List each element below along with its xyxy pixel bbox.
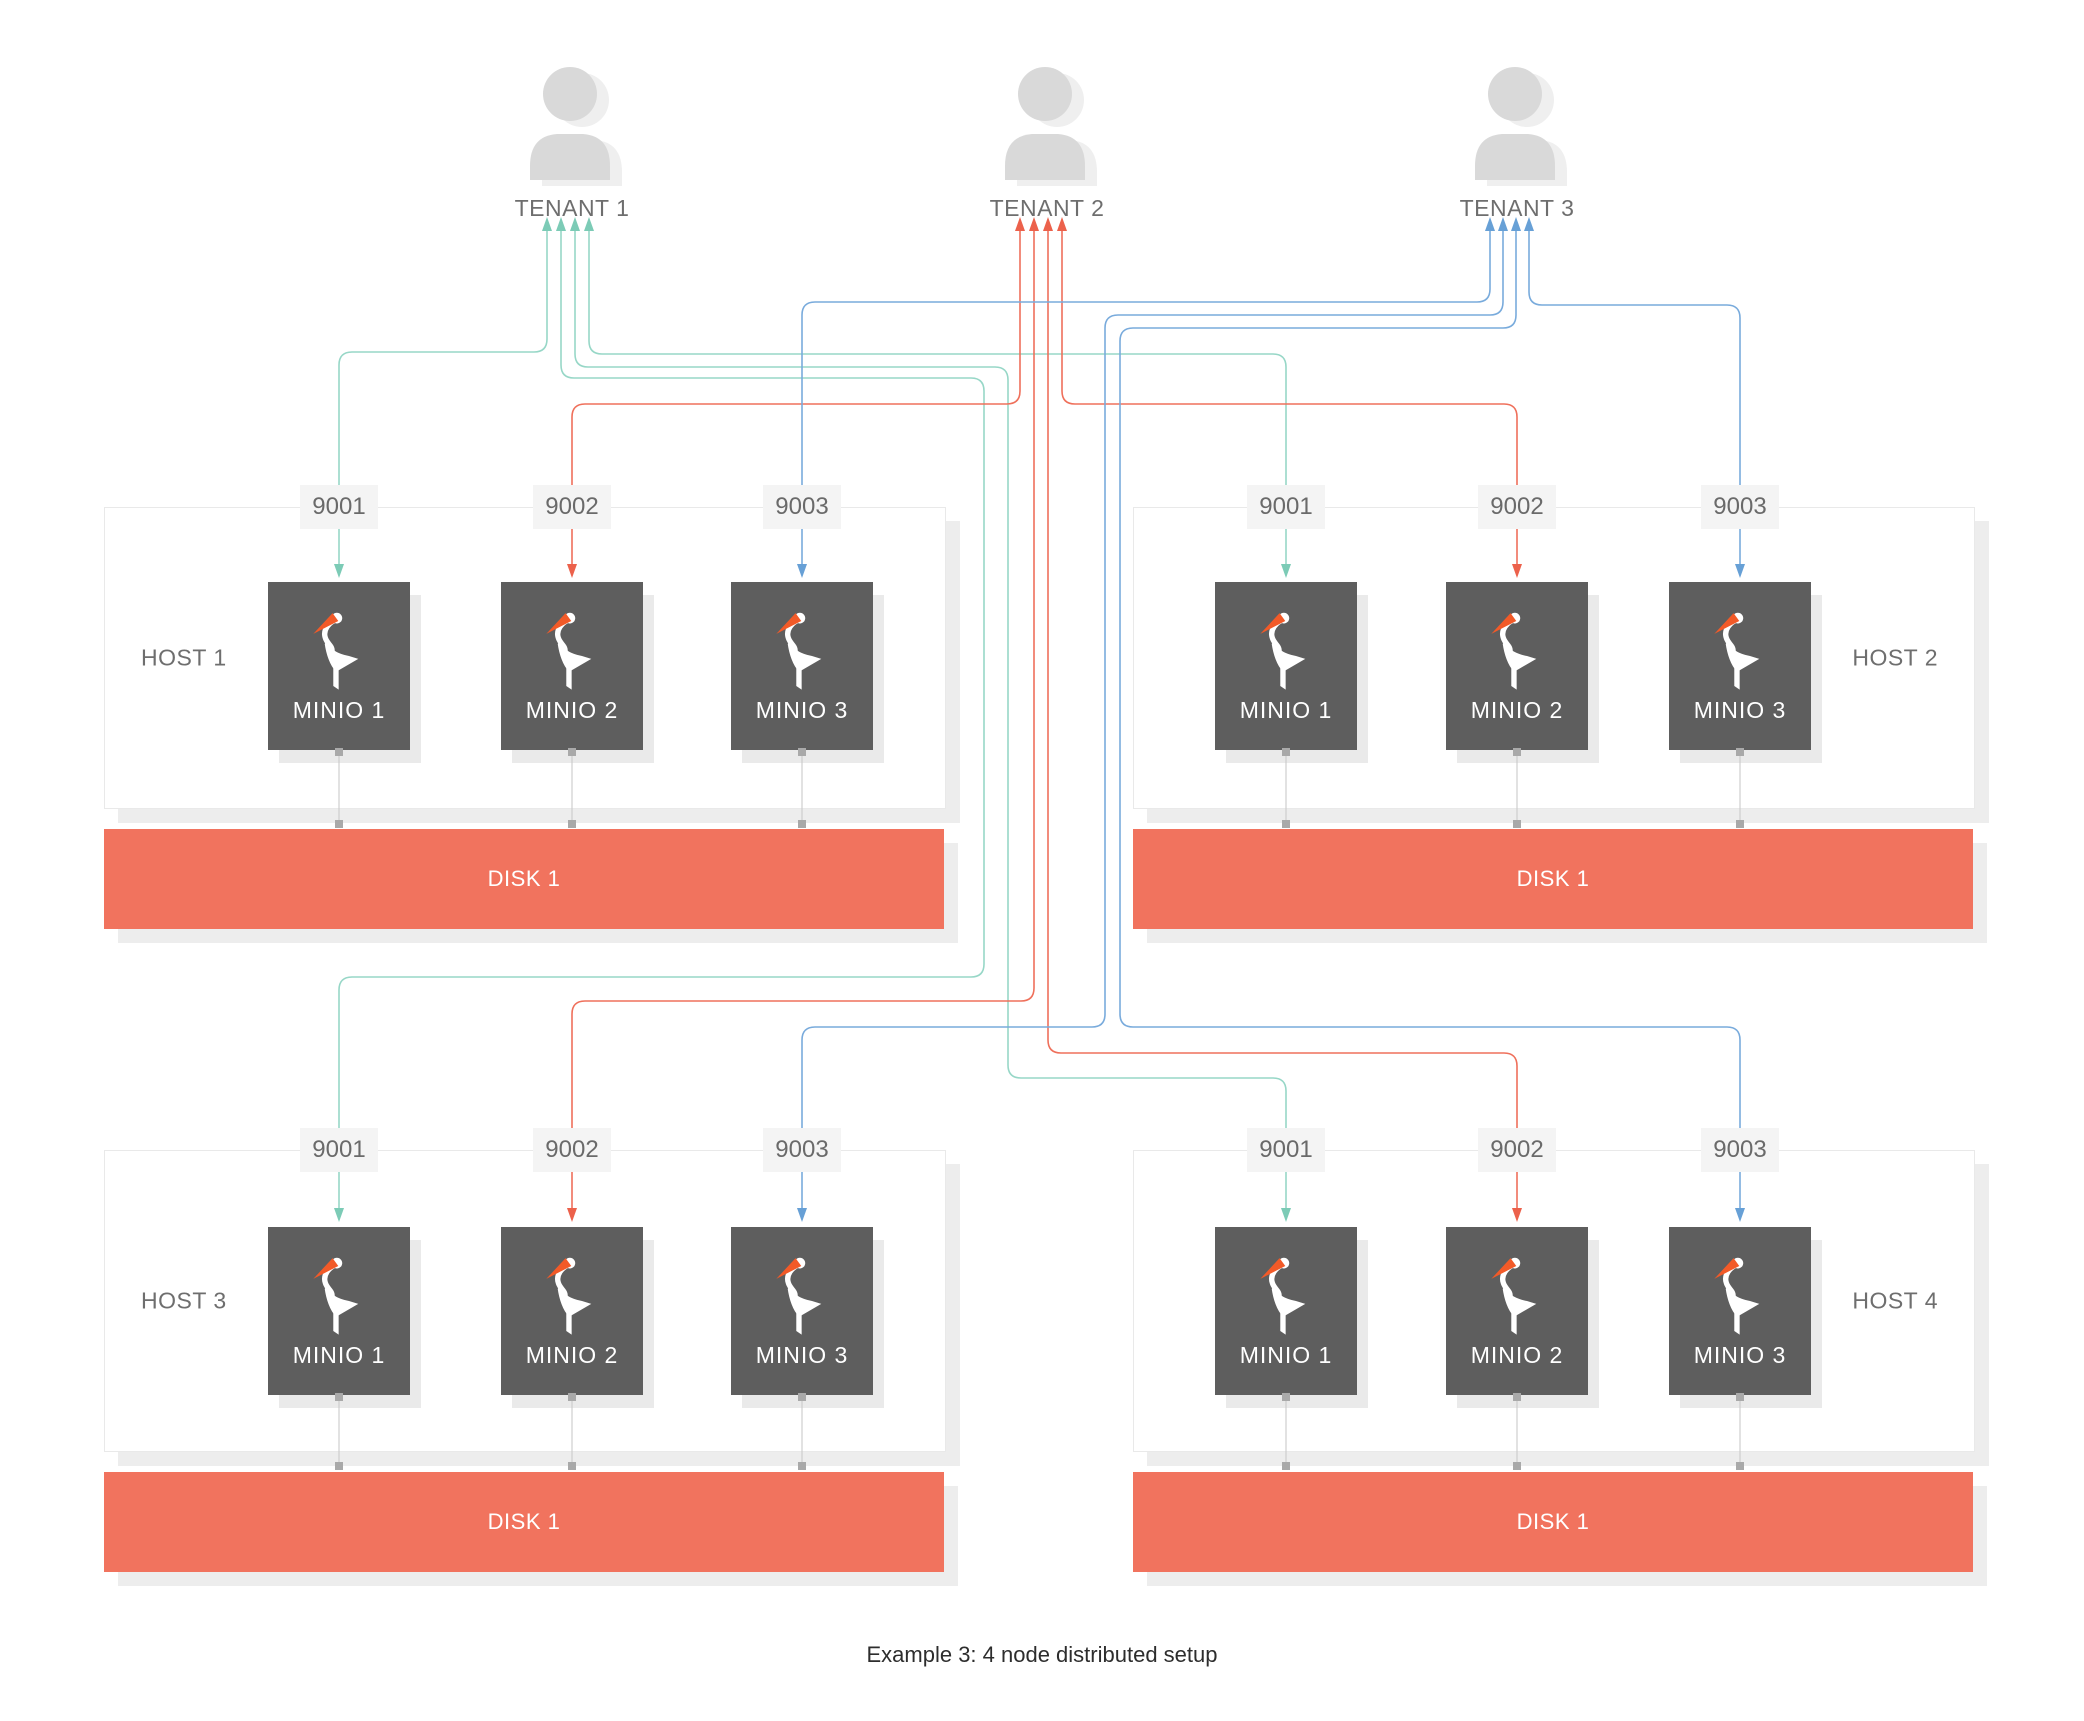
host2-minio2-box: MINIO 2 — [1446, 582, 1588, 750]
minio-stork-icon — [1236, 596, 1336, 706]
host3-minio2-label: MINIO 2 — [525, 1342, 619, 1368]
host1-port-9003: 9003 — [763, 485, 841, 529]
host4-minio2-box: MINIO 2 — [1446, 1227, 1588, 1395]
host1-disk-bar: DISK 1 — [104, 829, 944, 929]
host3-disk-bar: DISK 1 — [104, 1472, 944, 1572]
host1-minio1-label: MINIO 1 — [292, 697, 386, 723]
host1-minio2-label: MINIO 2 — [525, 697, 619, 723]
host1-label: HOST 1 — [141, 644, 227, 671]
host2-minio3-box: MINIO 3 — [1669, 582, 1811, 750]
host2-minio1-box: MINIO 1 — [1215, 582, 1357, 750]
host4-port-9002: 9002 — [1478, 1128, 1556, 1172]
host1-minio1-box: MINIO 1 — [268, 582, 410, 750]
host3-port-9001: 9001 — [300, 1128, 378, 1172]
tenant1-person-icon — [517, 62, 627, 186]
minio-stork-icon — [1690, 1241, 1790, 1351]
host4-label: HOST 4 — [1852, 1287, 1938, 1314]
host2-label: HOST 2 — [1852, 644, 1938, 671]
tenant2-person-icon — [992, 62, 1102, 186]
host3-port-9002: 9002 — [533, 1128, 611, 1172]
host3-label: HOST 3 — [141, 1287, 227, 1314]
host2-port-9001: 9001 — [1247, 485, 1325, 529]
minio-stork-icon — [752, 1241, 852, 1351]
tenant2-label: TENANT 2 — [989, 195, 1105, 221]
minio-stork-icon — [1690, 596, 1790, 706]
host4-minio2-label: MINIO 2 — [1470, 1342, 1564, 1368]
tenant1-label: TENANT 1 — [514, 195, 630, 221]
host3-minio2-box: MINIO 2 — [501, 1227, 643, 1395]
host2-minio1-label: MINIO 1 — [1239, 697, 1333, 723]
host4-minio3-label: MINIO 3 — [1693, 1342, 1787, 1368]
host2-minio2-label: MINIO 2 — [1470, 697, 1564, 723]
minio-stork-icon — [1236, 1241, 1336, 1351]
host4-port-9003: 9003 — [1701, 1128, 1779, 1172]
minio-stork-icon — [289, 1241, 389, 1351]
host1-port-9002: 9002 — [533, 485, 611, 529]
host2-port-9002: 9002 — [1478, 485, 1556, 529]
minio-stork-icon — [522, 1241, 622, 1351]
minio-stork-icon — [289, 596, 389, 706]
host3-minio1-label: MINIO 1 — [292, 1342, 386, 1368]
host4-minio3-box: MINIO 3 — [1669, 1227, 1811, 1395]
tenant3-label: TENANT 3 — [1459, 195, 1575, 221]
host3-port-9003: 9003 — [763, 1128, 841, 1172]
minio-stork-icon — [522, 596, 622, 706]
minio-stork-icon — [1467, 596, 1567, 706]
host4-minio1-label: MINIO 1 — [1239, 1342, 1333, 1368]
diagram-caption: Example 3: 4 node distributed setup — [866, 1642, 1218, 1667]
host2-disk-label: DISK 1 — [1516, 866, 1590, 891]
host2-minio3-label: MINIO 3 — [1693, 697, 1787, 723]
host4-disk-bar: DISK 1 — [1133, 1472, 1973, 1572]
host3-minio1-box: MINIO 1 — [268, 1227, 410, 1395]
tenant3-person-icon — [1462, 62, 1572, 186]
host1-port-9001: 9001 — [300, 485, 378, 529]
host4-disk-label: DISK 1 — [1516, 1509, 1590, 1534]
host4-port-9001: 9001 — [1247, 1128, 1325, 1172]
host2-port-9003: 9003 — [1701, 485, 1779, 529]
host2-disk-bar: DISK 1 — [1133, 829, 1973, 929]
minio-stork-icon — [1467, 1241, 1567, 1351]
host3-minio3-label: MINIO 3 — [755, 1342, 849, 1368]
host1-minio3-label: MINIO 3 — [755, 697, 849, 723]
host4-minio1-box: MINIO 1 — [1215, 1227, 1357, 1395]
host1-disk-label: DISK 1 — [487, 866, 561, 891]
host3-minio3-box: MINIO 3 — [731, 1227, 873, 1395]
host3-disk-label: DISK 1 — [487, 1509, 561, 1534]
host1-minio2-box: MINIO 2 — [501, 582, 643, 750]
host1-minio3-box: MINIO 3 — [731, 582, 873, 750]
minio-stork-icon — [752, 596, 852, 706]
